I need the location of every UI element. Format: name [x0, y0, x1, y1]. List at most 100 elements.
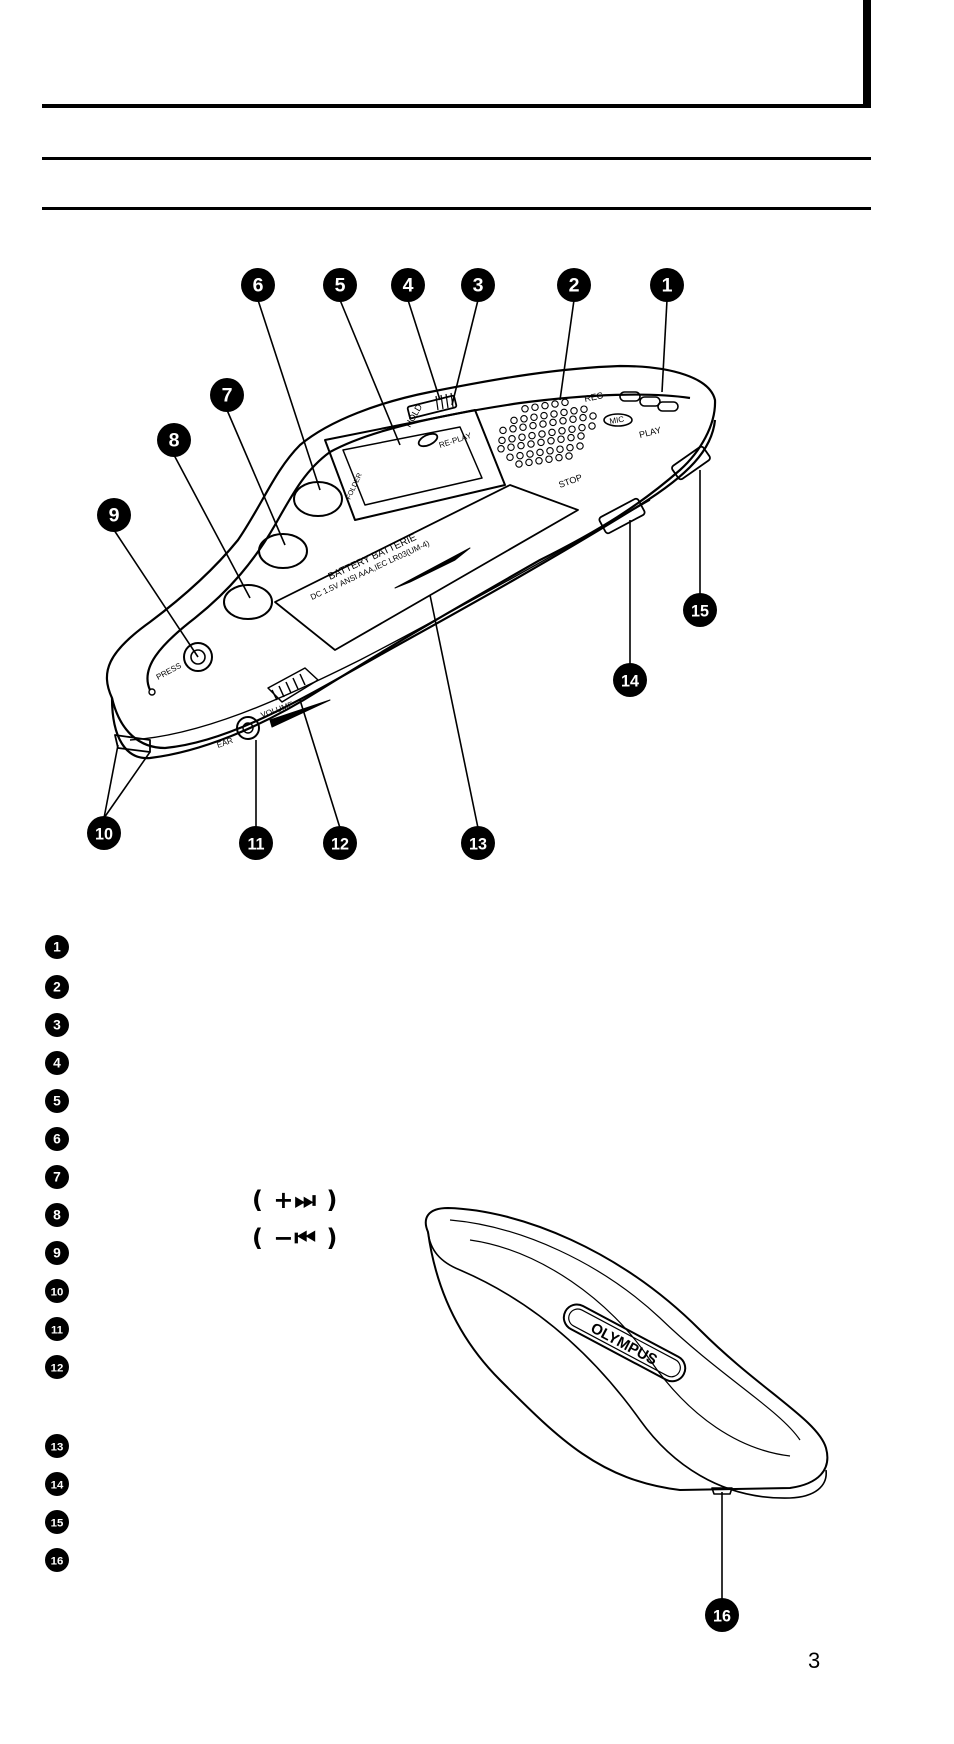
grille-hole	[515, 460, 523, 468]
callout-8: 8	[157, 423, 191, 457]
grille-hole	[527, 440, 535, 448]
stop-button	[598, 497, 646, 535]
callout-3-label: 3	[473, 274, 484, 296]
list-number-9-disc	[45, 1241, 69, 1265]
callout-13-disc	[461, 826, 495, 860]
list-number-8: 8	[45, 1203, 69, 1227]
grille-hole	[548, 428, 556, 437]
grille-hole	[566, 443, 574, 452]
callout-9: 9	[97, 498, 131, 532]
list-number-5-disc	[45, 1089, 69, 1113]
callout-11: 11	[239, 826, 273, 860]
grille-hole	[509, 425, 517, 433]
brand-badge: OLYMPUS	[562, 1303, 687, 1383]
page-frame-edge	[863, 0, 871, 108]
callout-5-label: 5	[335, 274, 346, 296]
callout-7: 7	[210, 378, 244, 412]
grille-hole	[576, 442, 584, 450]
callout-7-label: 7	[222, 384, 233, 406]
grille-hole	[529, 421, 537, 430]
list-number-12: 12	[45, 1355, 69, 1379]
list-number-9: 9	[45, 1241, 69, 1265]
grille-hole	[570, 407, 578, 415]
callout-15-disc	[683, 593, 717, 627]
callout-16: 16	[705, 1598, 739, 1632]
grille-hole	[520, 415, 528, 423]
callout-10-label: 10	[95, 825, 113, 843]
grille-hole	[565, 452, 573, 460]
list-number-10-disc	[45, 1279, 69, 1303]
grille-hole	[516, 451, 524, 460]
grille-hole	[561, 398, 569, 407]
callout-4-disc	[391, 268, 425, 302]
callout-14-label: 14	[621, 672, 639, 690]
callout-8-label: 8	[169, 429, 180, 451]
back-cover-illustration: OLYMPUS	[424, 1207, 829, 1499]
list-number-13-disc	[45, 1434, 69, 1458]
list-number-2-disc	[45, 975, 69, 999]
speaker-grille	[497, 398, 597, 468]
callout-11-disc	[239, 826, 273, 860]
grille-hole	[588, 422, 596, 430]
list-number-13: 13	[45, 1434, 69, 1458]
callout-15-label: 15	[691, 602, 709, 620]
recorder-side-band	[110, 419, 717, 750]
list-number-7-label: 7	[53, 1170, 61, 1185]
callout-6: 6	[241, 268, 275, 302]
callout-3-disc	[461, 268, 495, 302]
list-number-4: 4	[45, 1051, 69, 1075]
grille-hole	[531, 403, 539, 411]
list-number-14: 14	[45, 1472, 69, 1496]
label-ear: EAR	[216, 736, 235, 750]
grille-hole	[559, 417, 567, 425]
grille-hole	[518, 433, 526, 441]
grille-hole	[579, 413, 587, 422]
repeat-button	[417, 432, 439, 448]
grille-hole	[519, 423, 527, 431]
list-number-10-label: 10	[51, 1287, 64, 1299]
list-number-7: 7	[45, 1165, 69, 1189]
grille-hole	[545, 455, 553, 463]
callout-10: 10	[87, 816, 121, 850]
list-number-5: 5	[45, 1089, 69, 1113]
label-rec: REC	[583, 390, 604, 404]
hold-switch	[406, 394, 458, 420]
callout-12-disc	[323, 826, 357, 860]
grille-hole	[555, 453, 563, 462]
list-number-15-label: 15	[51, 1518, 64, 1530]
grille-hole	[550, 410, 558, 418]
grille-hole	[521, 405, 529, 413]
grille-hole	[525, 458, 533, 467]
grille-hole	[580, 405, 588, 413]
list-number-12-label: 12	[51, 1363, 64, 1375]
grille-hole	[560, 408, 568, 417]
recorder-top-face	[146, 393, 691, 691]
battery-compartment	[274, 484, 579, 651]
header-rule-top	[42, 104, 871, 108]
grille-hole	[557, 435, 565, 443]
grille-hole	[535, 457, 543, 465]
list-number-6-label: 6	[53, 1132, 61, 1147]
callout-12-label: 12	[331, 835, 349, 853]
callout-5: 5	[323, 268, 357, 302]
callout-4: 4	[391, 268, 425, 302]
list-number-8-disc	[45, 1203, 69, 1227]
callout-3: 3	[461, 268, 495, 302]
callout-9-disc	[97, 498, 131, 532]
callout-2-label: 2	[569, 274, 580, 296]
list-number-3: 3	[45, 1013, 69, 1037]
list-number-16-label: 16	[51, 1556, 64, 1568]
list-number-6: 6	[45, 1127, 69, 1151]
grille-hole	[497, 445, 505, 453]
header-rule-bottom	[42, 207, 871, 210]
device-printed-labels: REC MIC PLAY HOLD RE-PLAY STOP FOLDER BA…	[155, 390, 662, 750]
page-number: 3	[808, 1648, 821, 1673]
callout-9-label: 9	[109, 504, 120, 526]
list-number-1: 1	[45, 935, 69, 959]
grille-hole	[540, 411, 548, 420]
rewind-key-symbol: ( −⏮ )	[252, 1224, 339, 1252]
callout-6-disc	[241, 268, 275, 302]
list-number-13-label: 13	[51, 1442, 64, 1454]
volume-dial	[267, 667, 319, 703]
